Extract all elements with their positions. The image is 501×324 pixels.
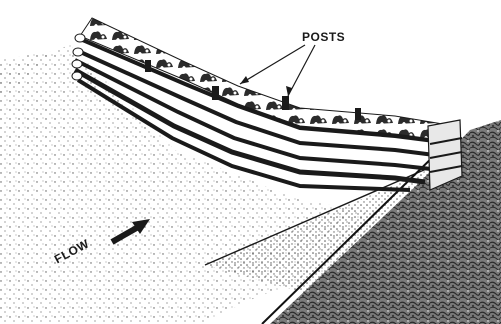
log-end	[72, 60, 82, 68]
posts-leader-line	[240, 45, 305, 84]
log-end	[72, 72, 82, 80]
posts-label: POSTS	[302, 30, 345, 44]
log-end	[75, 34, 85, 42]
log-end	[73, 48, 83, 56]
post	[282, 96, 289, 110]
post	[355, 108, 361, 120]
posts-leader-arrowhead	[240, 76, 249, 84]
post	[212, 86, 219, 100]
post	[145, 60, 151, 72]
